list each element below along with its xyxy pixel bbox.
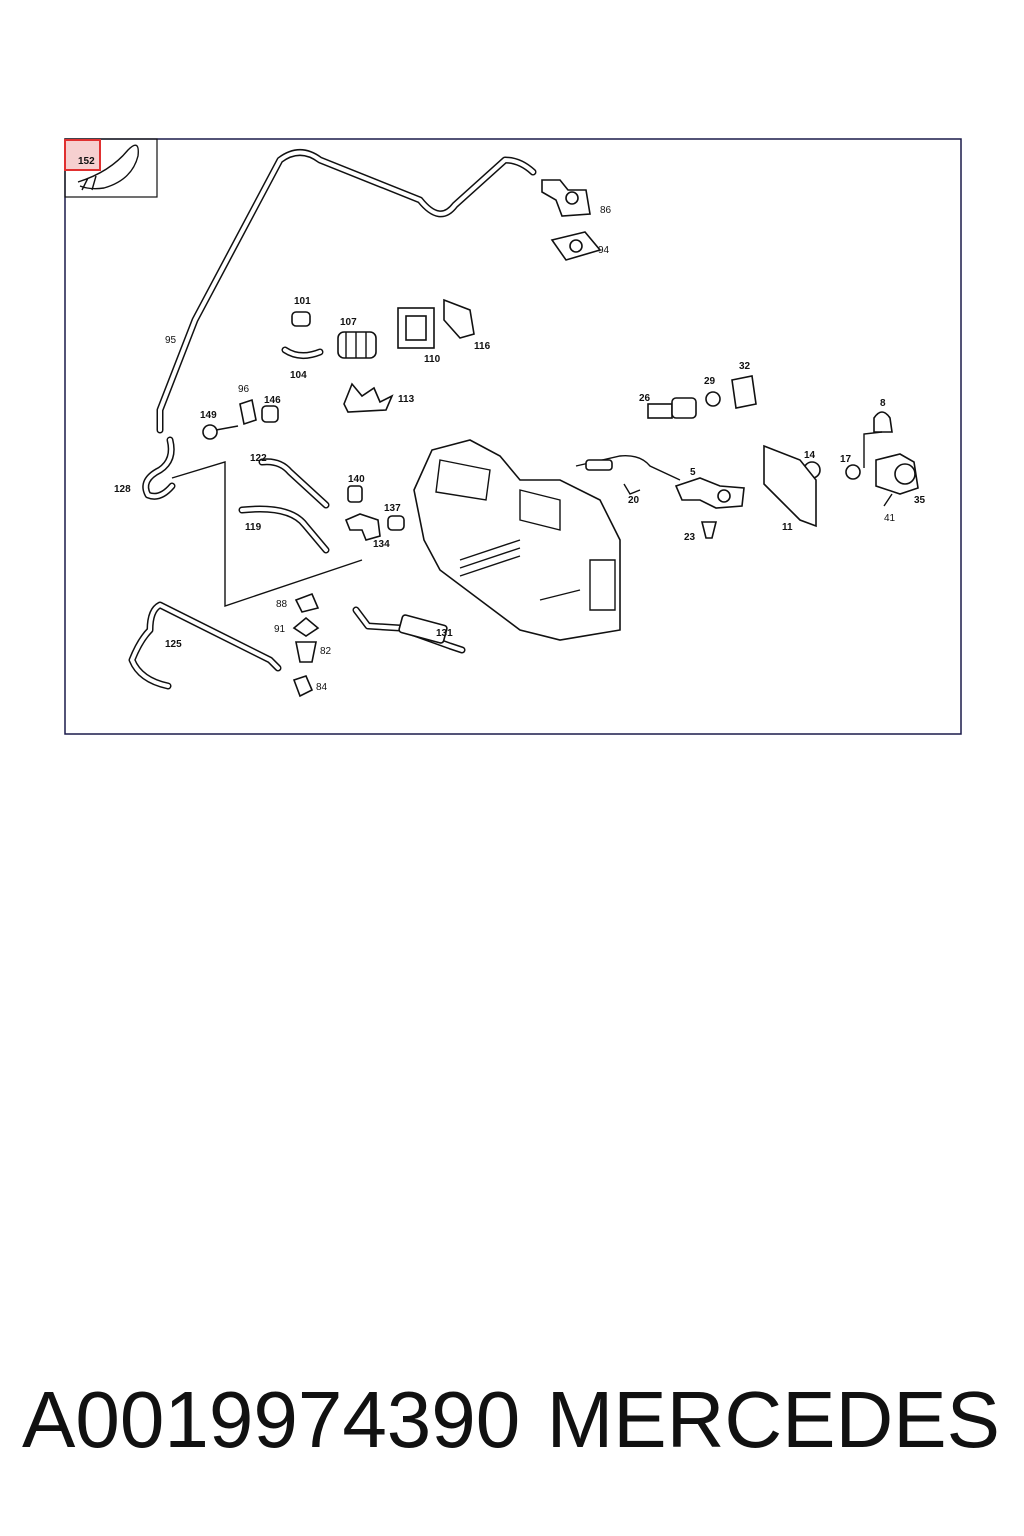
- callout-41[interactable]: 41: [884, 513, 896, 524]
- callout-91[interactable]: 91: [274, 624, 286, 635]
- clip-88: [294, 592, 320, 613]
- fitting-134: [344, 513, 381, 541]
- pipe-131: [352, 606, 466, 654]
- callout-94[interactable]: 94: [598, 245, 610, 256]
- screw-149: [202, 424, 239, 440]
- callout-131[interactable]: 131: [436, 628, 453, 639]
- callout-101[interactable]: 101: [294, 296, 311, 307]
- part-140: [347, 485, 363, 503]
- clip-116: [443, 298, 475, 339]
- cap-32: [731, 375, 757, 409]
- actuator-35: [875, 453, 919, 495]
- callout-134[interactable]: 134: [373, 539, 390, 550]
- clip-23: [700, 521, 718, 539]
- clamp-152-drawing: [77, 144, 139, 191]
- tank: [413, 439, 621, 641]
- clip-20: [623, 483, 641, 495]
- part-107: [337, 331, 377, 359]
- brand-name: MERCEDES: [546, 1375, 1000, 1464]
- callout-140[interactable]: 140: [348, 474, 365, 485]
- callout-17[interactable]: 17: [840, 454, 852, 465]
- ring-29: [705, 391, 721, 407]
- callout-107[interactable]: 107: [340, 317, 357, 328]
- leader-8-17: [863, 431, 883, 468]
- callout-20[interactable]: 20: [628, 495, 640, 506]
- parts-diagram: 152: [64, 138, 962, 735]
- callout-35[interactable]: 35: [914, 495, 926, 506]
- callout-113[interactable]: 113: [398, 394, 415, 405]
- callout-82[interactable]: 82: [320, 646, 332, 657]
- callout-14[interactable]: 14: [804, 450, 816, 461]
- callout-149[interactable]: 149: [200, 410, 217, 421]
- callout-23[interactable]: 23: [684, 532, 696, 543]
- callout-26[interactable]: 26: [639, 393, 651, 404]
- callout-86[interactable]: 86: [600, 205, 612, 216]
- callout-32[interactable]: 32: [739, 361, 751, 372]
- vent-line-95: [156, 149, 537, 434]
- seal-91: [292, 616, 320, 637]
- nut-17: [845, 464, 861, 480]
- diagram-frame: [64, 138, 962, 735]
- footer: A0019974390 MERCEDES: [0, 1375, 1024, 1465]
- clip-96: [239, 398, 257, 426]
- callout-125[interactable]: 125: [165, 639, 182, 650]
- callout-146[interactable]: 146: [264, 395, 281, 406]
- callout-128[interactable]: 128: [114, 484, 131, 495]
- callout-137[interactable]: 137: [384, 503, 401, 514]
- callout-5[interactable]: 5: [690, 467, 696, 478]
- sender-26: [647, 397, 697, 419]
- callout-88[interactable]: 88: [276, 599, 288, 610]
- bracket-11: [763, 444, 817, 528]
- fitting-84: [292, 675, 314, 698]
- cap-8: [873, 411, 893, 433]
- callout-11[interactable]: 11: [782, 522, 793, 533]
- callout-152-highlight[interactable]: [64, 139, 101, 171]
- leader-bracket: [171, 461, 363, 607]
- cap-82: [295, 641, 317, 663]
- callout-84[interactable]: 84: [316, 682, 328, 693]
- part-101: [291, 311, 311, 327]
- callout-110[interactable]: 110: [424, 354, 441, 365]
- callout-8[interactable]: 8: [880, 398, 886, 409]
- callout-116[interactable]: 116: [474, 341, 491, 352]
- hose-125: [128, 601, 282, 690]
- sensor-5: [674, 477, 745, 509]
- callout-119[interactable]: 119: [245, 522, 262, 533]
- part-137: [387, 515, 405, 531]
- pin-41: [883, 493, 893, 507]
- bracket-113: [343, 382, 394, 413]
- valve-86: [541, 179, 591, 217]
- callout-95[interactable]: 95: [165, 335, 177, 346]
- bracket-110: [397, 307, 435, 349]
- wire-harness: [575, 455, 681, 481]
- callout-104[interactable]: 104: [290, 370, 307, 381]
- callout-122[interactable]: 122: [250, 453, 267, 464]
- callout-96[interactable]: 96: [238, 384, 250, 395]
- callout-29[interactable]: 29: [704, 376, 716, 387]
- callout-152[interactable]: 152: [78, 156, 95, 167]
- part-number: A0019974390: [22, 1375, 521, 1464]
- part-146: [261, 405, 279, 423]
